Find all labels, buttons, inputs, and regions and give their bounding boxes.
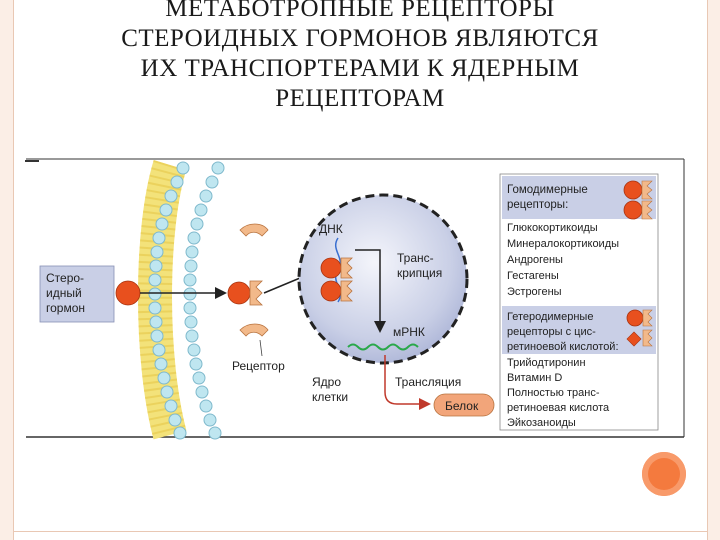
title-line-3: ИХ ТРАНСПОРТЕРАМИ К ЯДЕРНЫМ (140, 55, 580, 82)
heterodimer-title-line-1: Гетеродимерные (507, 311, 593, 323)
free-receptor-top (239, 223, 269, 237)
slide-bottom-border (13, 531, 708, 540)
title-line-2: СТЕРОИДНЫХ ГОРМОНОВ ЯВЛЯЮТСЯ (121, 25, 599, 52)
heterodimer-title-line-3: ретиноевой кислотой: (507, 341, 619, 353)
title-line-4: РЕЦЕПТОРАМ (275, 85, 445, 112)
mrna-strand (347, 343, 419, 351)
heterodimer-item-2: Витамин D (507, 372, 562, 384)
homodimer-item-1: Глюкокортикоиды (507, 222, 598, 234)
slide-decoration-circle (642, 452, 686, 496)
mrna-label: мРНК (393, 325, 425, 339)
hormone-label-line-2: идный (46, 286, 82, 300)
heterodimer-icon-retinoic (626, 331, 642, 347)
protein-label: Белок (445, 399, 479, 413)
homodimer-item-5: Эстрогены (507, 286, 562, 298)
homodimer-icon-hormone-1 (623, 180, 643, 200)
translation-label: Трансляция (395, 375, 461, 389)
dimer-receptor-1 (340, 257, 353, 279)
dna-label: ДНК (319, 222, 343, 236)
heterodimer-icon-receptor-2 (642, 329, 653, 347)
hormone-label-line-1: Стеро- (46, 271, 84, 285)
heterodimer-icon-receptor-1 (642, 309, 653, 327)
receptor-label: Рецептор (232, 359, 285, 373)
heterodimer-icon-hormone (626, 309, 644, 327)
bound-receptor (249, 280, 263, 306)
receptor-pointer-line (259, 339, 263, 357)
slide-right-border (707, 0, 720, 540)
nucleus-label-line-1: Ядро (312, 375, 341, 389)
homodimer-item-2: Минералокортикоиды (507, 238, 619, 250)
heterodimer-item-4: ретиноевая кислота (507, 402, 610, 414)
bullet-dash (25, 160, 39, 162)
homodimer-icon-receptor-1 (641, 180, 653, 200)
protein-box (433, 393, 495, 417)
receptor-legend: Гомодимерные рецепторы: Глюкокортикоиды … (499, 173, 659, 431)
hormone-label-box (39, 265, 115, 323)
hormone-label-line-3: гормон (46, 301, 85, 315)
homodimer-title-line-2: рецепторы: (507, 199, 568, 211)
cell-nucleus (297, 193, 469, 365)
dimer-hormone-1 (320, 257, 342, 279)
cell-membrane (138, 160, 225, 440)
free-receptor-bottom (239, 323, 269, 337)
hormone-in-cytoplasm (227, 281, 251, 305)
slide-left-border (0, 0, 14, 540)
heterodimer-item-3: Полностью транс- (507, 387, 600, 399)
homodimer-icon-hormone-2 (623, 200, 643, 220)
translation-arrow (384, 355, 431, 410)
heterodimer-item-5: Эйкозаноиды (507, 417, 576, 429)
title-line-1: МЕТАБОТРОПНЫЕ РЕЦЕПТОРЫ (165, 0, 555, 22)
heterodimer-title-line-2: рецепторы с цис- (507, 326, 596, 338)
transcription-label-line-2: крипция (397, 266, 442, 280)
dimer-hormone-2 (320, 280, 342, 302)
homodimer-icon-receptor-2 (641, 200, 653, 220)
slide-title: МЕТАБОТРОПНЫЕ РЕЦЕПТОРЫ СТЕРОИДНЫХ ГОРМО… (40, 0, 680, 114)
dimer-receptor-2 (340, 280, 353, 302)
nucleus-label-line-2: клетки (312, 390, 348, 404)
transcription-label-line-1: Транс- (397, 251, 434, 265)
homodimer-item-3: Андрогены (507, 254, 563, 266)
transcription-arrow (355, 249, 386, 333)
hormone-molecule-outside (115, 280, 141, 306)
homodimer-title-line-1: Гомодимерные (507, 184, 588, 196)
heterodimer-item-1: Трийодтиронин (507, 357, 586, 369)
homodimer-item-4: Гестагены (507, 270, 559, 282)
